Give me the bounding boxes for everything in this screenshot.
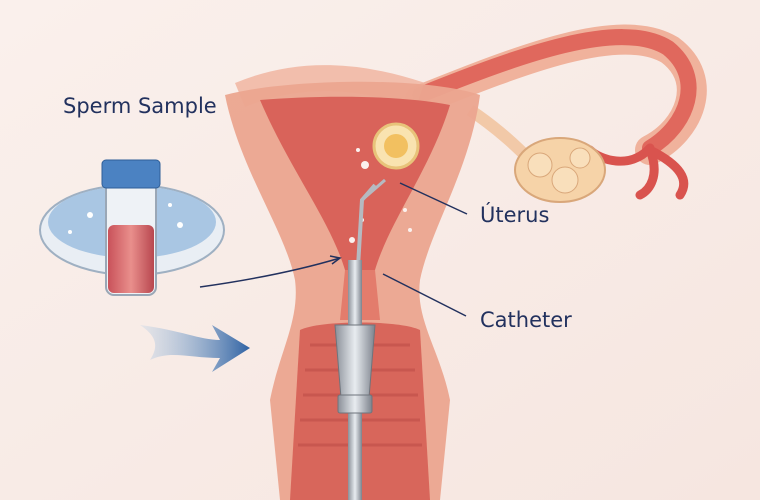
uterus-label: Úterus (480, 203, 550, 227)
fallopian-tube-right (405, 24, 707, 200)
catheter-pointer (382, 273, 467, 317)
egg (372, 122, 420, 170)
ovary (466, 105, 606, 203)
uterus-pointer (399, 182, 468, 215)
direction-arrow (140, 325, 250, 372)
insertion-arrow (199, 257, 341, 288)
sperm-sample-label: Sperm Sample (63, 94, 217, 118)
catheter-label: Catheter (480, 308, 572, 332)
sample-vial (101, 159, 161, 296)
catheter (334, 178, 386, 500)
